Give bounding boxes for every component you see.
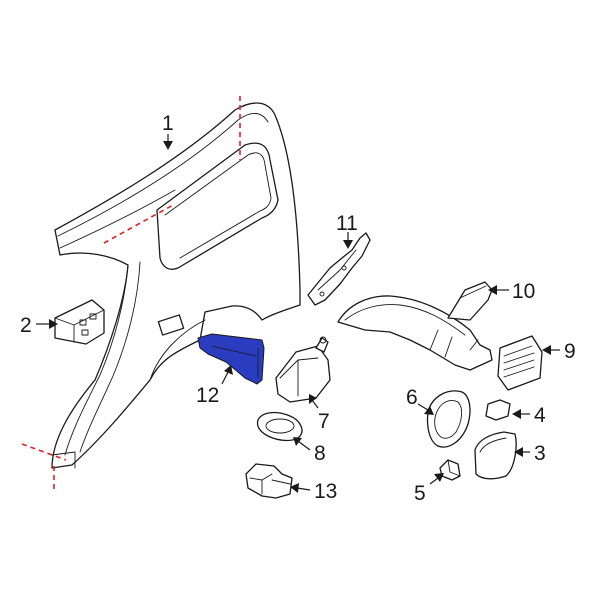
filler-pocket-housing xyxy=(275,336,331,403)
vent-part xyxy=(497,335,543,391)
seal-ring-part xyxy=(256,411,303,442)
callout-8: 8 xyxy=(314,442,326,465)
callout-10: 10 xyxy=(512,280,535,303)
small-plug-part xyxy=(485,399,511,421)
filler-housing-ring xyxy=(426,390,471,448)
small-clip-part xyxy=(439,459,461,481)
quarter-panel xyxy=(51,102,301,469)
callout-6: 6 xyxy=(406,386,418,409)
callout-1: 1 xyxy=(162,112,174,135)
leader-lines xyxy=(36,134,560,493)
callout-5: 5 xyxy=(414,482,426,505)
fuel-door-part xyxy=(474,431,517,480)
callout-labels: 1 2 3 4 5 6 7 8 9 10 11 12 13 xyxy=(20,112,576,505)
callout-9: 9 xyxy=(564,340,576,363)
fastener-clip-part xyxy=(245,463,293,499)
callout-12: 12 xyxy=(196,384,219,407)
callout-7: 7 xyxy=(318,410,330,433)
cut-lines xyxy=(21,96,241,490)
callout-11: 11 xyxy=(336,212,358,235)
callout-3: 3 xyxy=(534,442,546,465)
bracket-part xyxy=(54,299,105,345)
fender-liner xyxy=(337,281,493,371)
reinforcement-strip xyxy=(307,232,371,306)
callout-4: 4 xyxy=(534,404,546,427)
callout-2: 2 xyxy=(20,314,32,337)
callout-13: 13 xyxy=(314,480,337,503)
mud-flap-highlighted xyxy=(197,333,265,385)
